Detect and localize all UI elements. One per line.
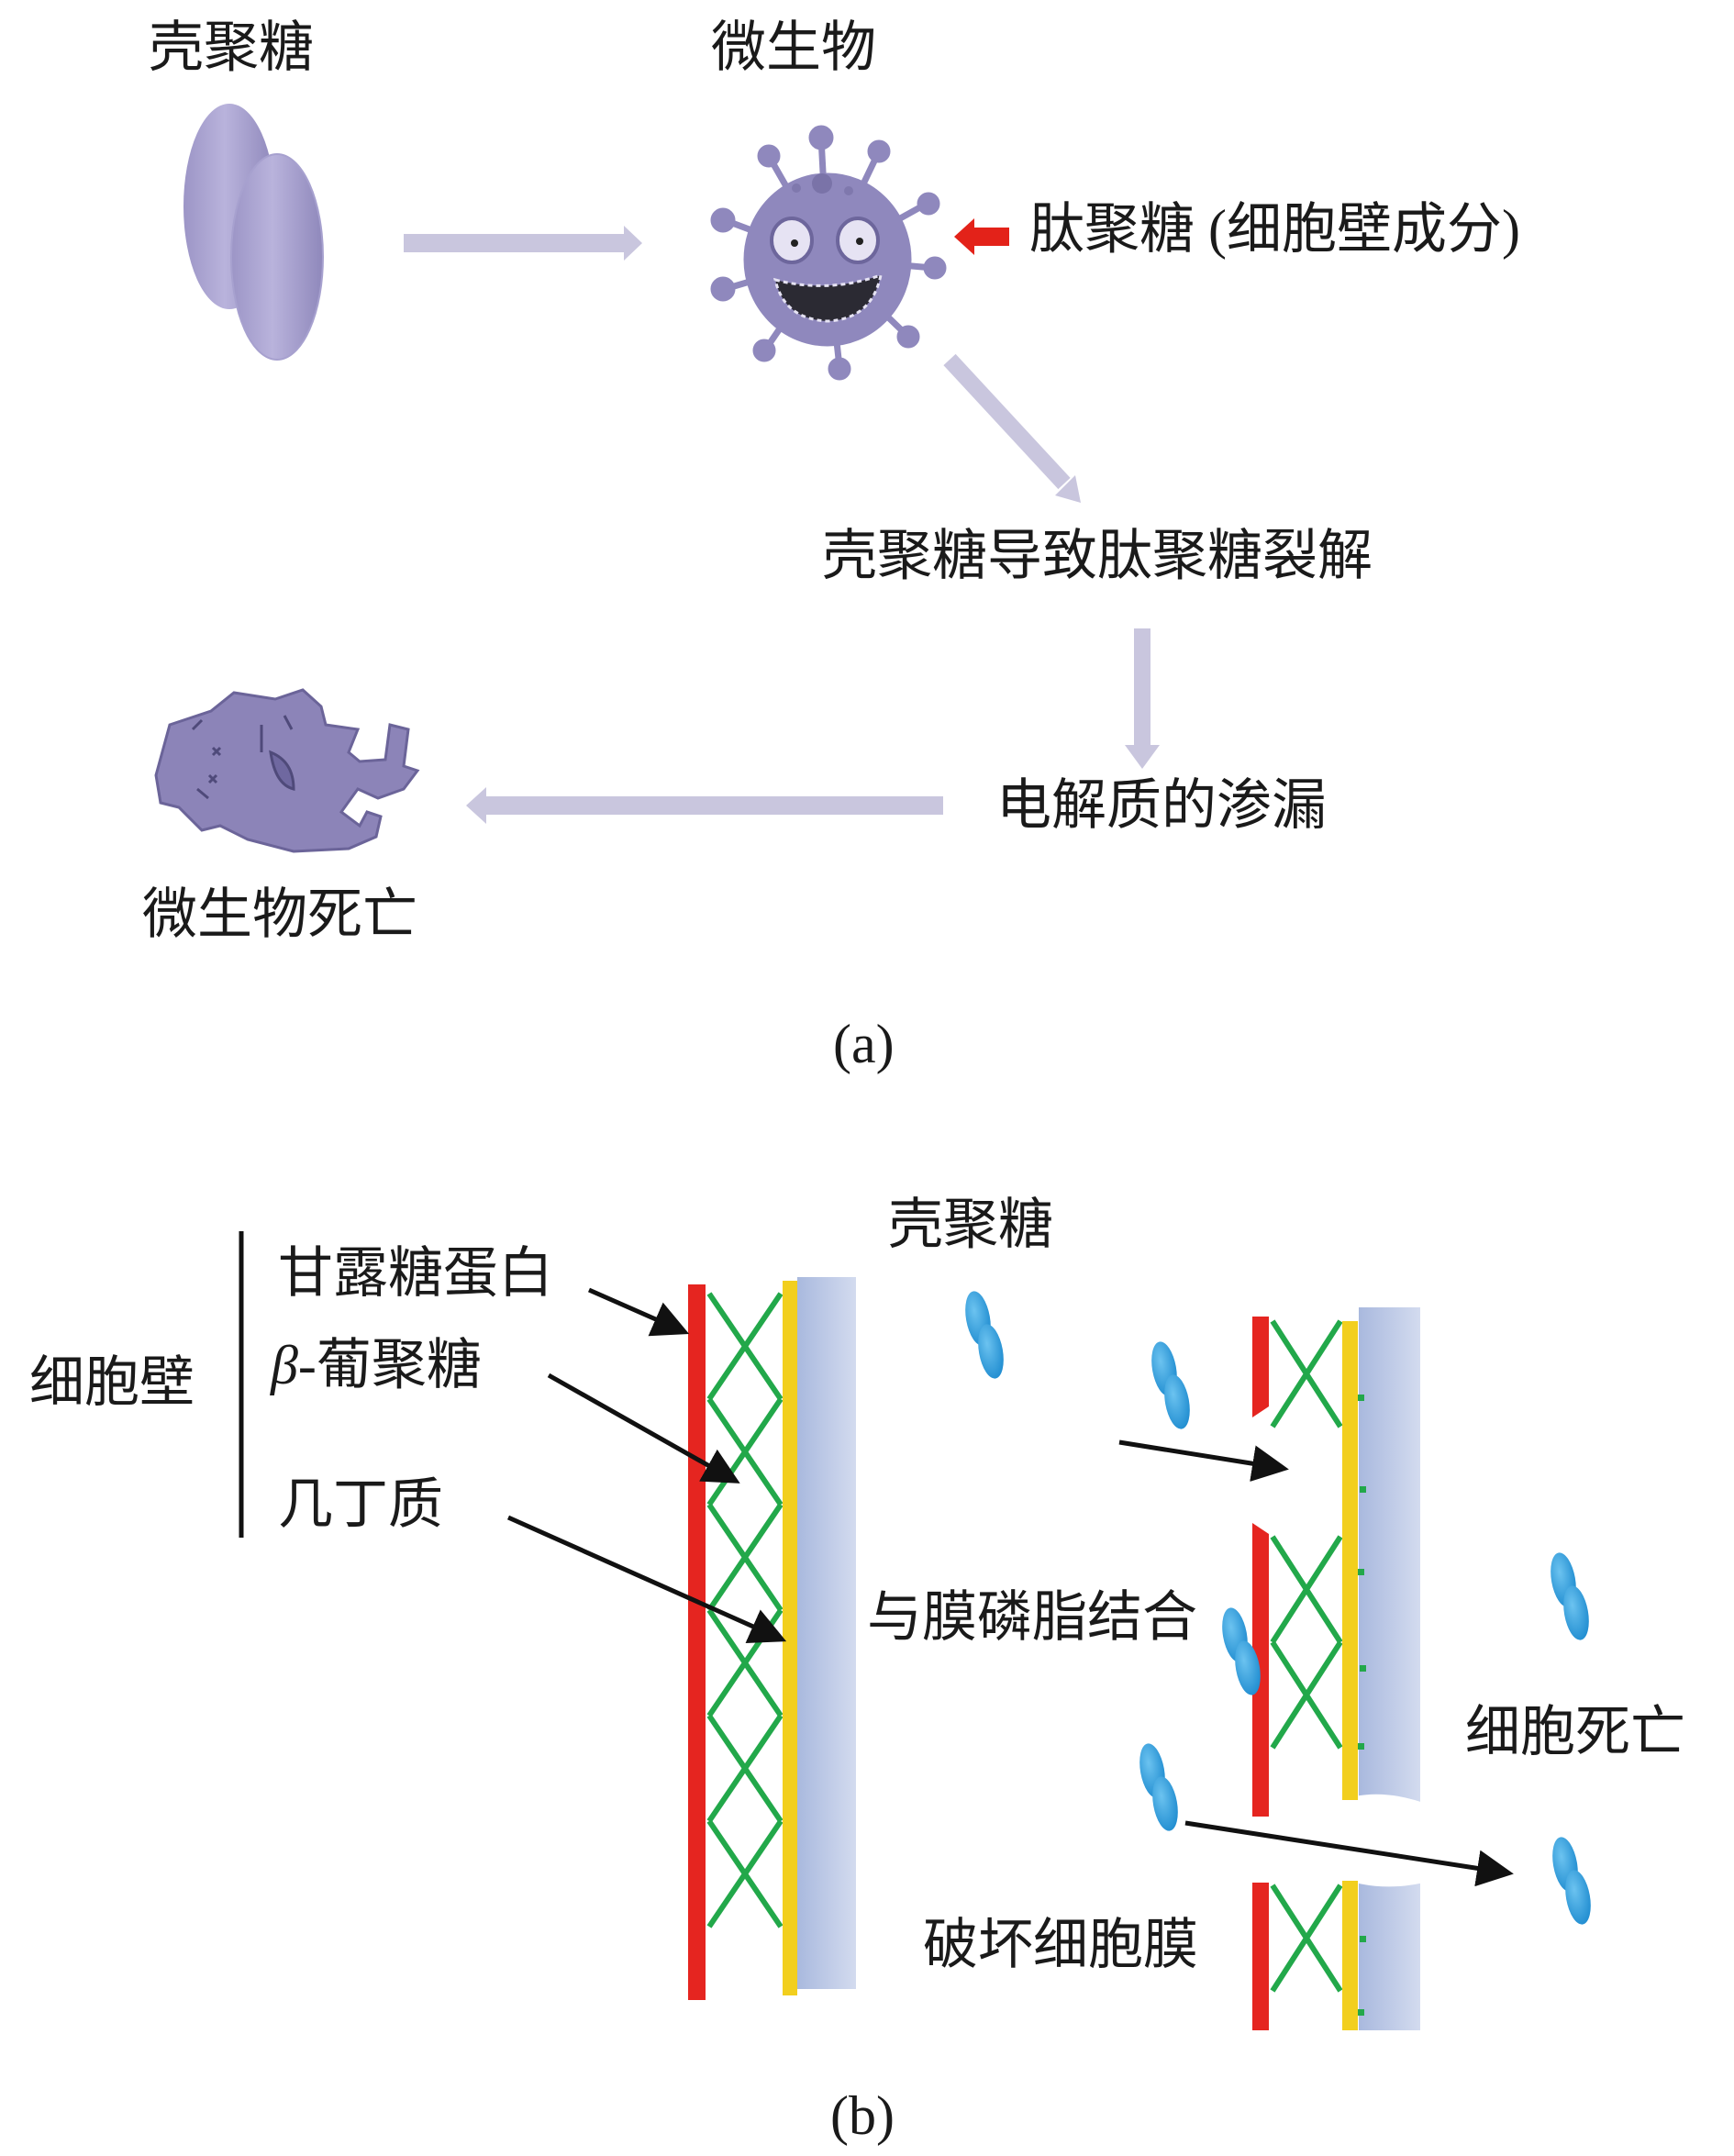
label-chitosan-b: 壳聚糖 bbox=[888, 1195, 1053, 1255]
intact-cell-wall bbox=[688, 1277, 856, 2000]
mannoprotein-fragment bbox=[1252, 1883, 1269, 2030]
caption-b: (b) bbox=[830, 2085, 895, 2146]
flow-arrow-down bbox=[1125, 628, 1160, 769]
mannoprotein-layer bbox=[688, 1284, 706, 2000]
glucan-strand bbox=[706, 1819, 784, 1928]
glucan-strand bbox=[706, 1292, 784, 1401]
arrow-through-membrane bbox=[1184, 1820, 1514, 1887]
chitosan-particle-icon bbox=[1139, 1743, 1178, 1831]
membrane-layer-upper bbox=[1359, 1307, 1420, 1807]
label-cell-death: 细胞死亡 bbox=[1465, 1702, 1685, 1762]
chitin-layer-upper bbox=[1342, 1321, 1358, 1800]
label-mannoprotein: 甘露糖蛋白 bbox=[278, 1243, 553, 1304]
dead-microbe-icon bbox=[154, 688, 420, 853]
flow-arrow-right bbox=[404, 226, 642, 261]
chitin-layer bbox=[783, 1281, 797, 1995]
glucan-mesh-layer bbox=[706, 1292, 784, 1928]
membrane-layer bbox=[797, 1277, 856, 1989]
label-bind-phospholipid: 与膜磷脂结合 bbox=[867, 1587, 1197, 1648]
chitosan-particle-icon bbox=[965, 1291, 1004, 1379]
chitosan-particles bbox=[965, 1291, 1591, 1925]
chitosan-particle-icon bbox=[1222, 1607, 1261, 1695]
chitosan-particle-icon bbox=[1551, 1552, 1589, 1640]
glucan-strand bbox=[1270, 1640, 1343, 1750]
label-microbe: 微生物 bbox=[711, 17, 876, 78]
chitosan-particles-icon bbox=[183, 104, 324, 361]
microbe-virus-icon bbox=[710, 125, 947, 381]
glucan-strand bbox=[706, 1397, 784, 1506]
label-step-lysis: 壳聚糖导致肽聚糖裂解 bbox=[822, 526, 1373, 586]
mannoprotein-fragment bbox=[1252, 1523, 1269, 1817]
red-pointer-arrow-icon bbox=[954, 218, 1009, 255]
pointer-mannoprotein bbox=[587, 1287, 690, 1337]
membrane-layer-lower bbox=[1359, 1879, 1420, 2030]
glucan-strand bbox=[706, 1714, 784, 1823]
glucan-strand bbox=[1270, 1535, 1343, 1644]
damaged-cell-wall bbox=[1252, 1307, 1431, 2030]
mannoprotein-fragment bbox=[1252, 1317, 1269, 1417]
glucan-strand bbox=[706, 1503, 784, 1612]
label-microbe-death: 微生物死亡 bbox=[142, 884, 417, 945]
chitosan-particle-icon bbox=[1552, 1837, 1591, 1925]
label-chitin: 几丁质 bbox=[278, 1474, 443, 1535]
pointer-glucan bbox=[547, 1373, 740, 1484]
pointer-chitin bbox=[506, 1515, 787, 1644]
label-disrupt-membrane: 破坏细胞膜 bbox=[923, 1915, 1198, 1975]
label-glucan: β-葡聚糖 bbox=[271, 1335, 482, 1395]
membrane-rupture bbox=[1335, 1794, 1431, 1887]
label-peptidoglycan: 肽聚糖 (细胞壁成分) bbox=[1029, 199, 1520, 260]
glucan-strand bbox=[1270, 1319, 1343, 1428]
caption-a: (a) bbox=[833, 1014, 895, 1074]
label-step-leakage: 电解质的渗漏 bbox=[996, 775, 1327, 836]
arrow-bind-membrane bbox=[1118, 1439, 1289, 1483]
label-chitosan-a: 壳聚糖 bbox=[149, 17, 314, 78]
chitosan-particle-icon bbox=[1151, 1341, 1190, 1429]
glucan-strand bbox=[1270, 1884, 1343, 1993]
glucan-mesh-layer bbox=[1270, 1319, 1343, 1993]
label-cell-wall: 细胞壁 bbox=[29, 1352, 195, 1413]
flow-arrow-diagonal bbox=[943, 353, 1081, 503]
flow-arrow-left bbox=[466, 787, 943, 824]
chitin-layer-lower bbox=[1342, 1881, 1358, 2030]
